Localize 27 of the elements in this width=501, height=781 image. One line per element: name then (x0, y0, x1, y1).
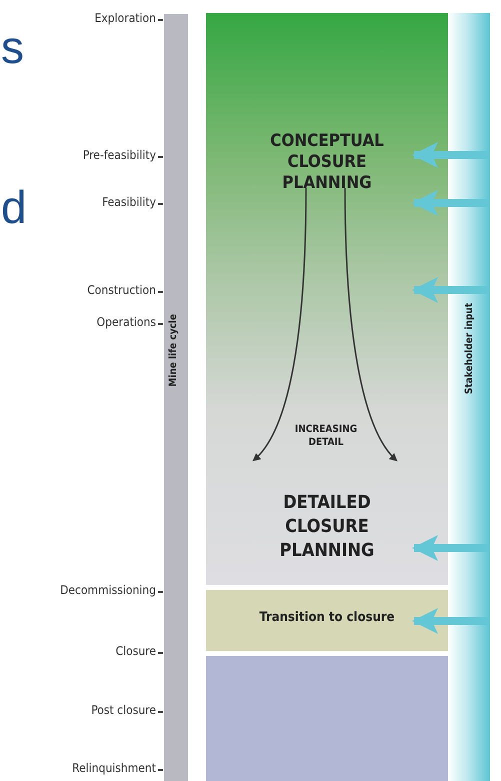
input-arrow (412, 535, 490, 561)
planning-panel (206, 13, 448, 585)
stage-label: Relinquishment (72, 761, 156, 775)
input-arrow (412, 142, 490, 168)
input-arrow (412, 277, 490, 303)
panel-heading: CONCEPTUAL CLOSURE PLANNING (269, 131, 385, 194)
stage-label: Post closure (91, 703, 156, 717)
transition-band (206, 590, 448, 651)
cut-off-text: d (1, 180, 27, 234)
stage-label: Pre-feasibility (82, 148, 156, 162)
post-closure-block (206, 656, 448, 781)
input-arrow (412, 190, 490, 216)
band-label: Transition to closure (258, 610, 396, 625)
panel-heading: DETAILED CLOSURE PLANNING (278, 491, 376, 563)
stage-label: Decommissioning (60, 583, 156, 597)
bar-title: Stakeholder input (464, 303, 475, 394)
stage-label: Feasibility (102, 195, 156, 209)
arrow-caption: INCREASING DETAIL (294, 423, 358, 449)
bar-title: Mine life cycle (168, 314, 179, 387)
input-arrow (412, 608, 490, 634)
cut-off-text: s (1, 20, 24, 74)
stakeholder-band (448, 13, 490, 781)
stage-label: Operations (96, 315, 156, 329)
stage-label: Exploration (94, 11, 156, 25)
stage-label: Closure (116, 644, 156, 658)
life-cycle-bar (164, 14, 188, 781)
stage-label: Construction (87, 283, 156, 297)
